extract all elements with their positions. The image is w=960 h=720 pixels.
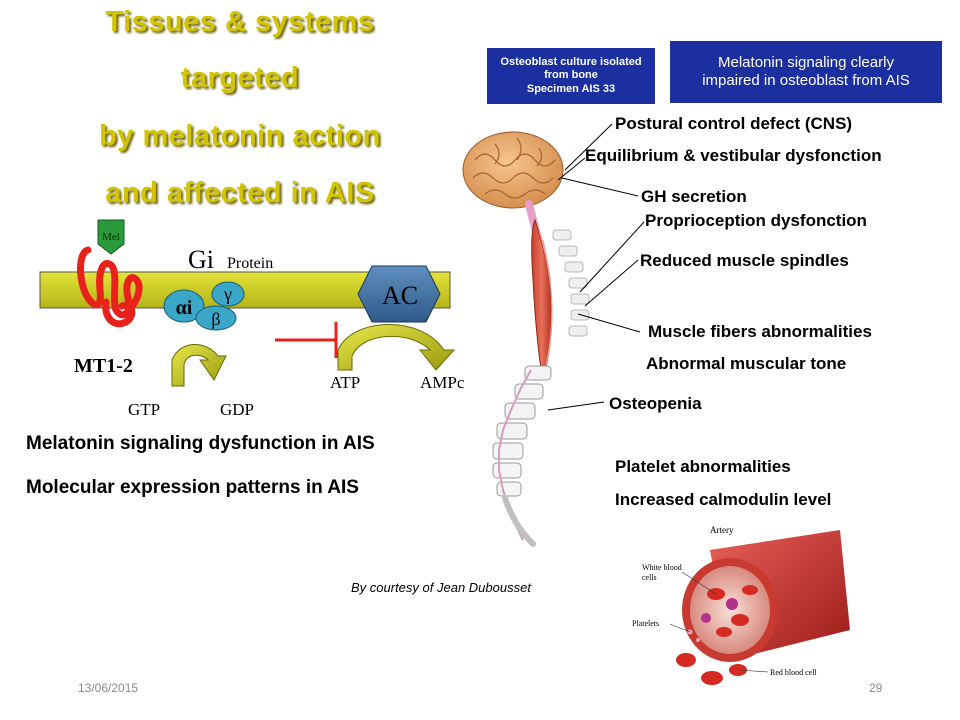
label-osteopenia: Osteopenia bbox=[609, 394, 702, 413]
signaling-line-2: impaired in osteoblast from AIS bbox=[702, 72, 910, 89]
adenylyl-cyclase: AC bbox=[357, 265, 441, 323]
label-muscle-fibers: Muscle fibers abnormalities bbox=[648, 322, 872, 341]
inhibition-symbol bbox=[275, 322, 338, 358]
title-line-3: by melatonin action bbox=[99, 120, 381, 152]
culture-line-3: Specimen AIS 33 bbox=[526, 82, 616, 95]
atp-label: ATP bbox=[330, 373, 360, 392]
label-postural-control: Postural control defect (CNS) bbox=[615, 114, 853, 133]
signaling-dysfunction-text: Melatonin signaling dysfunction in AIS bbox=[26, 433, 375, 454]
culture-line-2: from bone bbox=[544, 69, 598, 82]
mel-label: Mel bbox=[102, 231, 120, 243]
footer-page-number: 29 bbox=[869, 681, 883, 695]
wbc-label-1: White blood bbox=[642, 563, 682, 572]
gtp-gdp-arrow bbox=[171, 344, 227, 387]
signaling-line-1: Melatonin signaling clearly bbox=[718, 54, 894, 71]
upper-vertebrae bbox=[552, 229, 590, 337]
rbc-label: Red blood cell bbox=[770, 668, 817, 677]
melatonin-signaling-box: Melatonin signaling clearly impaired in … bbox=[670, 41, 942, 103]
courtesy-note: By courtesy of Jean Dubousset bbox=[351, 580, 531, 595]
gamma-label: γ bbox=[223, 284, 232, 304]
label-platelet: Platelet abnormalities bbox=[615, 457, 791, 476]
label-equilibrium: Equilibrium & vestibular dysfonction bbox=[585, 146, 882, 165]
gtp-label: GTP bbox=[128, 400, 160, 419]
g-protein-subunits: αi γ β bbox=[163, 281, 245, 331]
atp-ampc-arrow bbox=[337, 324, 456, 371]
mt-receptor bbox=[77, 246, 143, 328]
mel-ligand: Mel bbox=[97, 219, 125, 255]
back-muscle bbox=[531, 218, 553, 381]
label-calmodulin: Increased calmodulin level bbox=[615, 490, 832, 509]
label-muscle-spindles: Reduced muscle spindles bbox=[640, 251, 849, 270]
spine-brain-illustration bbox=[462, 131, 590, 547]
mt-receptor-label: MT1-2 bbox=[74, 355, 133, 377]
culture-line-1: Osteoblast culture isolated bbox=[500, 56, 642, 69]
label-proprioception: Proprioception dysfonction bbox=[645, 211, 867, 230]
footer-date: 13/06/2015 bbox=[78, 681, 139, 695]
expression-patterns-text: Molecular expression patterns in AIS bbox=[26, 477, 359, 498]
label-muscular-tone: Abnormal muscular tone bbox=[646, 354, 847, 373]
artery-label: Artery bbox=[710, 525, 734, 535]
brain bbox=[462, 131, 564, 209]
gi-label: Gi bbox=[188, 245, 214, 274]
beta-label: β bbox=[211, 309, 220, 329]
title-line-2: targeted bbox=[180, 62, 300, 94]
melatonin-pathway-diagram: Mel Gi Protein αi γ β AC MT1-2 GTP GDP A… bbox=[39, 219, 465, 419]
title-line-4: and affected in AIS bbox=[105, 177, 375, 209]
gdp-label: GDP bbox=[220, 400, 254, 419]
protein-label: Protein bbox=[227, 255, 273, 272]
alpha-label: αi bbox=[176, 297, 193, 319]
ac-label: AC bbox=[382, 281, 418, 310]
platelets-label: Platelets bbox=[632, 619, 659, 628]
wbc-label-2: cells bbox=[642, 573, 657, 582]
osteoblast-culture-box: Osteoblast culture isolated from bone Sp… bbox=[487, 48, 655, 104]
ampc-label: AMPc bbox=[420, 373, 465, 392]
title-line-1: Tissues & systems bbox=[105, 6, 375, 38]
artery-illustration: Artery White blood cells Platelets Red b… bbox=[632, 525, 850, 685]
label-gh-secretion: GH secretion bbox=[641, 187, 747, 206]
